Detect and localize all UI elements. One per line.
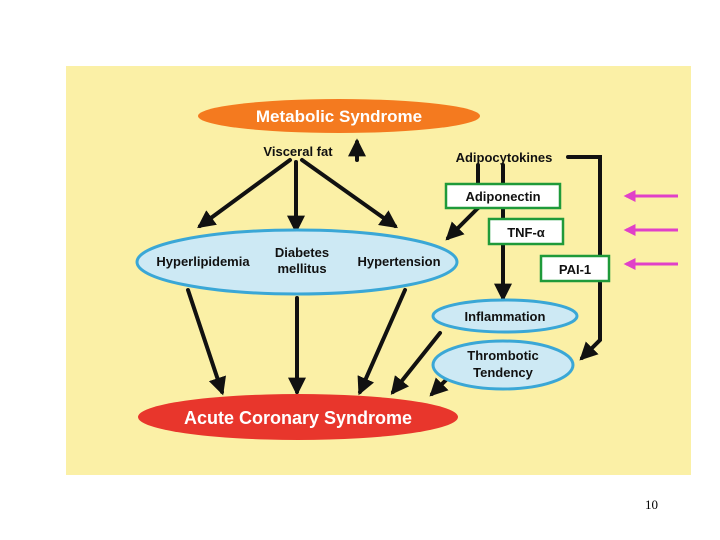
callout-arrows [623, 190, 678, 270]
adiponectin-box [444, 182, 562, 210]
arrow-visceral-to-hypertension [300, 158, 398, 229]
inflammation-oval [431, 298, 579, 334]
acute-coronary-syndrome-label: Acute Coronary Syndrome [184, 408, 412, 428]
acute-coronary-syndrome-oval [138, 394, 458, 440]
risk-factors-oval [135, 228, 459, 296]
thrombotic-tendency-oval [431, 339, 575, 391]
arrow-visceral-to-hyperlipidemia [197, 158, 292, 229]
tnf-alpha-box [487, 217, 565, 246]
pai1-box [539, 254, 611, 283]
thrombotic-label-line2: Tendency [473, 365, 533, 380]
adiponectin-label: Adiponectin [465, 189, 540, 204]
diabetes-label-line2: mellitus [277, 261, 326, 276]
connectors [186, 138, 602, 397]
metabolic-syndrome-label: Metabolic Syndrome [256, 107, 422, 126]
hyperlipidemia-label: Hyperlipidemia [156, 254, 250, 269]
thrombotic-label-line1: Thrombotic [467, 348, 539, 363]
arrow-adipocytokines-to-hypertension [445, 206, 480, 241]
arrow-hyperlipidemia-to-acs [186, 288, 226, 396]
hypertension-label: Hypertension [357, 254, 440, 269]
arrow-hypertension-to-acs [357, 288, 407, 396]
arrow-adipocytokines-to-thrombotic [566, 155, 602, 361]
arrow-thrombotic-to-acs [429, 376, 450, 397]
adipocytokines-label: Adipocytokines [456, 150, 553, 165]
arrow-inflammation-to-acs [390, 331, 442, 395]
page-number: 10 [645, 497, 658, 512]
pai1-label: PAI-1 [559, 262, 591, 277]
metabolic-syndrome-oval [198, 99, 480, 133]
visceral-fat-label: Visceral fat [263, 144, 333, 159]
diabetes-label-line1: Diabetes [275, 245, 329, 260]
inflammation-label: Inflammation [465, 309, 546, 324]
tnf-alpha-label: TNF-α [507, 225, 545, 240]
